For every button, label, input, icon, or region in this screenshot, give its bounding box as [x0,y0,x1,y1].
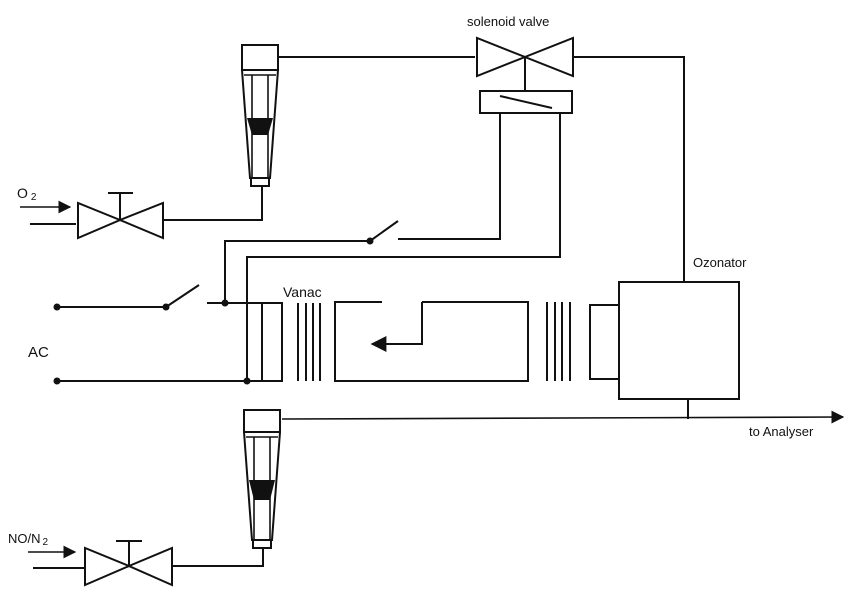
vanac-primary-box [261,302,283,382]
ozonator-transformer-coil [589,304,621,380]
solenoid-to-ozonator-line [573,56,685,282]
vanac-label: Vanac [283,284,322,300]
coil-lead-left [398,113,501,240]
solenoid-switch-lever [369,220,399,242]
lower-flowmeter [242,409,282,549]
no-needle-valve [84,540,173,587]
ac-label: AC [28,344,49,361]
ozonator-transformer-core [546,302,571,381]
main-switch-lever [165,284,200,308]
junction-dot-top [221,299,229,307]
upper-flowmeter [240,44,280,187]
solenoid-switch-wire [224,240,370,303]
no-valve-to-flowmeter-line [172,548,264,567]
vanac-wiper-line [370,302,423,352]
vanac-secondary-box [334,301,529,382]
solenoid-valve-label: solenoid valve [467,14,549,29]
solenoid-valve [476,36,574,91]
coil-lead-right [246,113,561,381]
o2-valve-to-flowmeter-line [163,186,263,221]
ozonator-label: Ozonator [693,255,747,270]
analyser-outlet-arrow [281,410,845,424]
solenoid-coil [479,90,573,114]
ozonator-box [618,281,740,400]
junction-dot-bottom [243,377,251,385]
solenoid-switch-terminal [366,237,374,245]
o2-needle-valve [77,192,164,240]
to-analyser-label: to Analyser [749,424,814,439]
vanac-core-left [297,303,321,381]
